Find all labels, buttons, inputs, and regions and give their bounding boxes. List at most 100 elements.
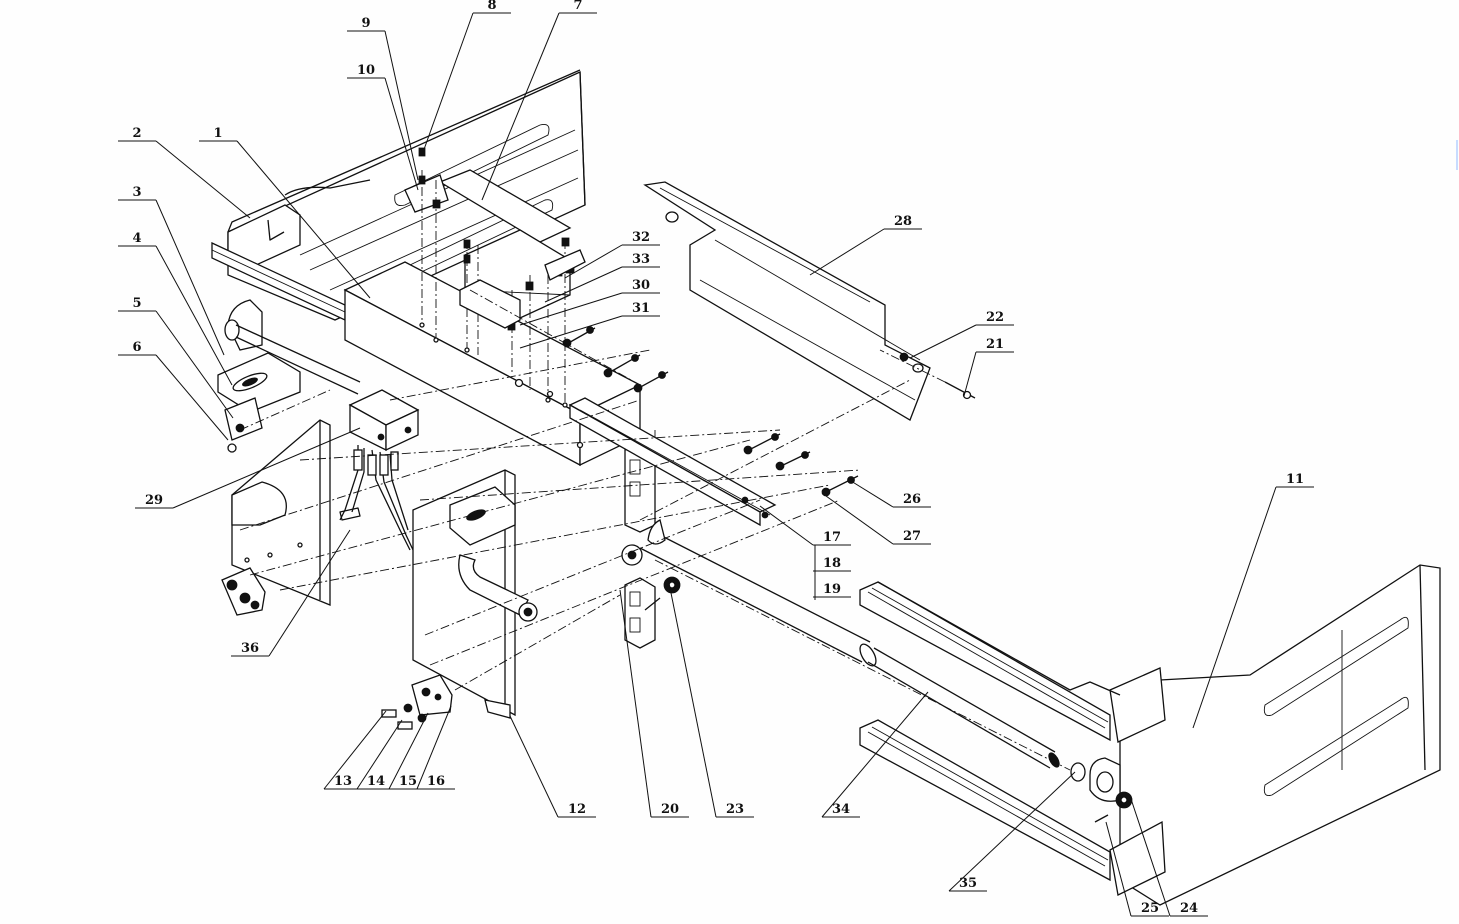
front-arm-upper-rail xyxy=(859,581,1121,742)
callout-label: 27 xyxy=(903,529,921,544)
callout-leader xyxy=(172,427,361,509)
callout-4: 4 xyxy=(118,231,233,386)
callout-leader xyxy=(963,351,977,397)
callout-33: 33 xyxy=(544,252,660,303)
callout-14: 14 xyxy=(356,719,403,790)
front-hinge-parts xyxy=(1089,757,1133,823)
callout-leader xyxy=(619,589,652,818)
callout-label: 9 xyxy=(361,16,370,31)
callout-leader xyxy=(948,771,1076,892)
callout-12: 12 xyxy=(509,715,596,818)
callout-leader xyxy=(1105,821,1132,917)
callout-35: 35 xyxy=(948,771,1076,892)
callout-leader xyxy=(1129,795,1171,917)
callout-17: 17 xyxy=(759,505,851,546)
callout-label: 11 xyxy=(1286,472,1304,487)
callout-label: 12 xyxy=(568,802,586,817)
callout-9: 9 xyxy=(347,16,419,181)
callout-label: 10 xyxy=(357,63,375,78)
callout-leader xyxy=(1192,486,1277,729)
callout-20: 20 xyxy=(619,589,689,818)
callout-24: 24 xyxy=(1129,795,1208,917)
callout-leader xyxy=(155,310,234,419)
callout-leader xyxy=(155,245,233,386)
scroll-edge-indicator xyxy=(1456,140,1458,170)
left-hinge-and-rod xyxy=(224,299,361,395)
callout-11: 11 xyxy=(1192,472,1314,729)
callout-leader xyxy=(481,12,560,201)
callout-label: 21 xyxy=(986,337,1004,352)
callout-label: 33 xyxy=(632,252,650,267)
callout-label: 16 xyxy=(427,774,445,789)
callout-leader xyxy=(155,354,229,441)
callout-label: 18 xyxy=(823,556,841,571)
part-20-pivot xyxy=(518,544,643,622)
callout-28: 28 xyxy=(809,214,922,276)
callout-leader xyxy=(509,715,559,818)
callout-leader xyxy=(544,266,623,303)
callout-leader xyxy=(416,705,452,790)
callout-29: 29 xyxy=(135,427,361,509)
callout-label: 29 xyxy=(145,493,163,508)
callout-label: 25 xyxy=(1141,901,1159,916)
callout-26: 26 xyxy=(850,480,931,508)
callout-34: 34 xyxy=(821,691,929,818)
callout-6: 6 xyxy=(118,340,229,441)
callout-leader xyxy=(809,228,885,276)
callout-label: 3 xyxy=(132,185,141,200)
callout-leader xyxy=(155,140,251,219)
callout-30: 30 xyxy=(519,278,660,326)
callout-18: 18 xyxy=(813,556,851,572)
callout-leader xyxy=(155,199,225,356)
callout-leader xyxy=(759,505,814,546)
part-30-31-bracket xyxy=(459,249,586,329)
callout-16: 16 xyxy=(416,705,455,790)
callout-label: 32 xyxy=(632,230,650,245)
callout-label: 26 xyxy=(903,492,921,507)
callout-label: 14 xyxy=(367,774,385,789)
callout-27: 27 xyxy=(825,495,931,545)
part-17-rail xyxy=(568,397,777,527)
callout-leader xyxy=(236,140,371,299)
callout-10: 10 xyxy=(347,63,419,191)
callout-3: 3 xyxy=(118,185,225,356)
callout-label: 5 xyxy=(132,296,141,311)
callout-label: 23 xyxy=(726,802,744,817)
callout-label: 2 xyxy=(132,126,141,141)
callout-leader xyxy=(323,710,387,790)
callout-label: 19 xyxy=(823,582,841,597)
callout-label: 13 xyxy=(334,774,352,789)
callout-2: 2 xyxy=(118,126,251,219)
front-arm-lower-rail xyxy=(859,719,1111,882)
callout-label: 4 xyxy=(132,231,141,246)
callout-label: 24 xyxy=(1180,901,1198,916)
callout-label: 22 xyxy=(986,310,1004,325)
callout-19: 19 xyxy=(813,582,851,598)
callout-leader xyxy=(384,30,419,181)
parts-13-16-lock-set xyxy=(381,674,453,730)
callout-label: 20 xyxy=(661,802,679,817)
part-29-valve-block xyxy=(348,389,420,452)
callout-7: 7 xyxy=(481,0,597,201)
callout-label: 36 xyxy=(241,641,259,656)
callout-leader xyxy=(356,719,403,790)
part-11-front-clamp-arm xyxy=(1109,564,1441,906)
parts-3-6-pad-assembly xyxy=(217,352,301,453)
callout-22: 22 xyxy=(909,310,1014,359)
bolt-set-top xyxy=(418,147,575,408)
callout-label: 30 xyxy=(632,278,650,293)
callout-leader xyxy=(564,244,623,279)
callout-25: 25 xyxy=(1105,821,1169,917)
part-21-screw xyxy=(944,381,976,400)
callout-label: 17 xyxy=(823,530,841,545)
callout-leader xyxy=(825,495,894,545)
callout-label: 1 xyxy=(213,126,222,141)
callout-leader xyxy=(421,12,474,156)
callout-5: 5 xyxy=(118,296,234,419)
callout-leader xyxy=(388,712,429,790)
part-28-cover xyxy=(643,181,931,421)
callout-leader xyxy=(667,577,717,818)
